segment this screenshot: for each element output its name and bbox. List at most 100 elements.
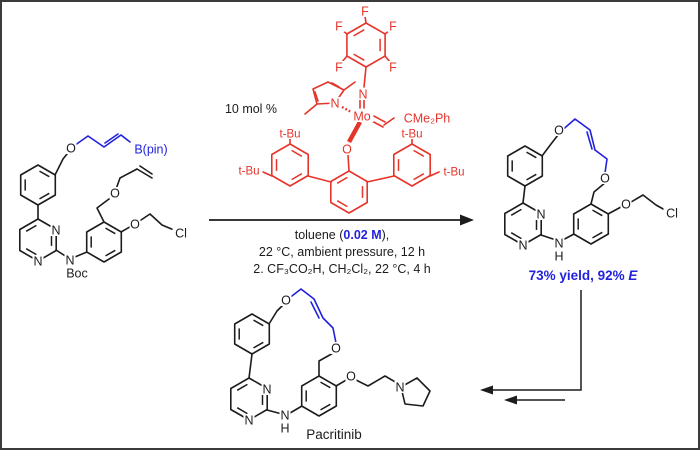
atom-label-shield: [280, 294, 292, 306]
atom-label-shield: [50, 224, 62, 236]
atom-label: O: [342, 142, 352, 156]
inner-double-bond: [291, 149, 303, 157]
ring-bond: [392, 143, 432, 187]
second-arrow-head: [504, 395, 517, 405]
atom-label: O: [281, 293, 291, 307]
atom-label-shield: [64, 254, 76, 266]
atom-label-shield: [359, 5, 371, 17]
inner-double-bond: [592, 209, 603, 217]
inner-double-bond: [25, 248, 37, 256]
inner-double-bond: [413, 173, 425, 181]
atom-label-shield: [345, 370, 357, 382]
inner-double-bond: [592, 231, 603, 239]
atom-label: N: [51, 223, 60, 237]
atom-label-shields: [32, 5, 681, 434]
atom-label-shield: [276, 127, 304, 139]
atom-label-shield: [329, 97, 341, 109]
atom-label-shield: [330, 342, 342, 354]
atom-label: t-Bu: [443, 166, 464, 178]
inner-double-bond: [320, 381, 331, 389]
atom-label-shield: [109, 187, 121, 199]
ring-bond: [270, 143, 310, 187]
conditions-line3: 2. CF₃CO₂H, CH₂Cl₂, 22 °C, 4 h: [253, 262, 431, 276]
atom-label-shield: [350, 110, 374, 122]
inner-double-bond: [353, 29, 365, 37]
atom-label: O: [621, 197, 631, 211]
product-structure: [503, 118, 666, 246]
reactant-bonds: [37, 148, 175, 260]
atom-label-shield: [279, 422, 291, 434]
atom-label: Boc: [66, 266, 88, 280]
atom-label-shield: [172, 227, 190, 239]
atom-label: N: [536, 207, 545, 221]
arrow-head: [460, 214, 474, 226]
atom-label: Mo: [353, 109, 370, 123]
atom-label: N: [262, 382, 271, 396]
atom-label: F: [335, 60, 343, 74]
atom-label: F: [389, 19, 397, 33]
pacritinib-bonds: [248, 302, 398, 415]
pyrrolidine-ring: [400, 377, 431, 407]
inner-double-bond: [39, 170, 50, 178]
conditions-line1: toluene (0.02 M),: [295, 228, 390, 242]
atom-label: H: [280, 421, 289, 435]
atom-label: F: [389, 60, 397, 74]
atom-label-shield: [261, 383, 273, 395]
atom-label-shield: [65, 142, 77, 154]
inner-double-bond: [336, 200, 348, 208]
atom-label: O: [110, 186, 120, 200]
inner-double-bond: [320, 403, 331, 411]
inner-double-bond: [105, 249, 116, 257]
reaction-arrow: [209, 214, 474, 226]
atom-label-shield: [440, 165, 468, 177]
inner-double-bond: [105, 227, 116, 235]
atom-label-shield: [279, 409, 291, 421]
atom-label: N: [395, 380, 404, 394]
inner-double-bond: [236, 407, 248, 415]
atom-label: N: [554, 236, 563, 250]
atom-label: O: [554, 123, 564, 137]
product-yield-label: 73% yield, 92% E: [529, 268, 639, 283]
atom-label: N: [33, 254, 42, 268]
inner-double-bond: [253, 319, 264, 327]
atom-label-shield: [553, 237, 565, 249]
atom-label: N: [330, 96, 339, 110]
atom-label: CMe₂Ph: [404, 111, 451, 125]
inner-double-bond: [39, 192, 50, 200]
pyrrolide-ring: [312, 81, 345, 105]
atom-label-shield: [663, 207, 681, 219]
atom-label: H: [554, 249, 563, 263]
aryloxide-wedge-bond: [347, 121, 362, 143]
atom-label-shield: [243, 414, 255, 426]
atom-label: Cl: [666, 206, 678, 220]
atom-label-shield: [129, 218, 141, 230]
atom-label-shield: [553, 250, 565, 262]
catalyst-bonds: [262, 15, 440, 183]
atom-label-shield: [620, 198, 632, 210]
product-bonds: [522, 134, 666, 243]
elbow-arrow-shaft: [489, 290, 582, 391]
product-new-alkene-bonds: [558, 118, 608, 174]
atom-label-shield: [357, 88, 369, 100]
atom-label-shield: [599, 172, 611, 184]
final-product-name-label: Pacritinib: [306, 427, 362, 442]
inner-double-bond: [353, 53, 365, 61]
inner-double-bond: [253, 341, 264, 349]
atom-label-shield: [32, 255, 44, 267]
atom-label-shield: [387, 20, 399, 32]
atom-label-shield: [398, 127, 426, 139]
atom-label: B(pin): [134, 142, 167, 156]
atom-label: O: [130, 217, 140, 231]
atom-label: N: [65, 253, 74, 267]
atom-label-shield: [553, 124, 565, 136]
atom-label: F: [361, 4, 369, 18]
catalyst-loading-label: 10 mol %: [225, 102, 277, 116]
ring-bond: [329, 170, 369, 214]
atom-label-shield: [387, 61, 399, 73]
atom-label-shield: [535, 208, 547, 220]
inner-double-bond: [510, 232, 522, 240]
atom-label: N: [280, 408, 289, 422]
inner-double-bond: [25, 224, 37, 232]
